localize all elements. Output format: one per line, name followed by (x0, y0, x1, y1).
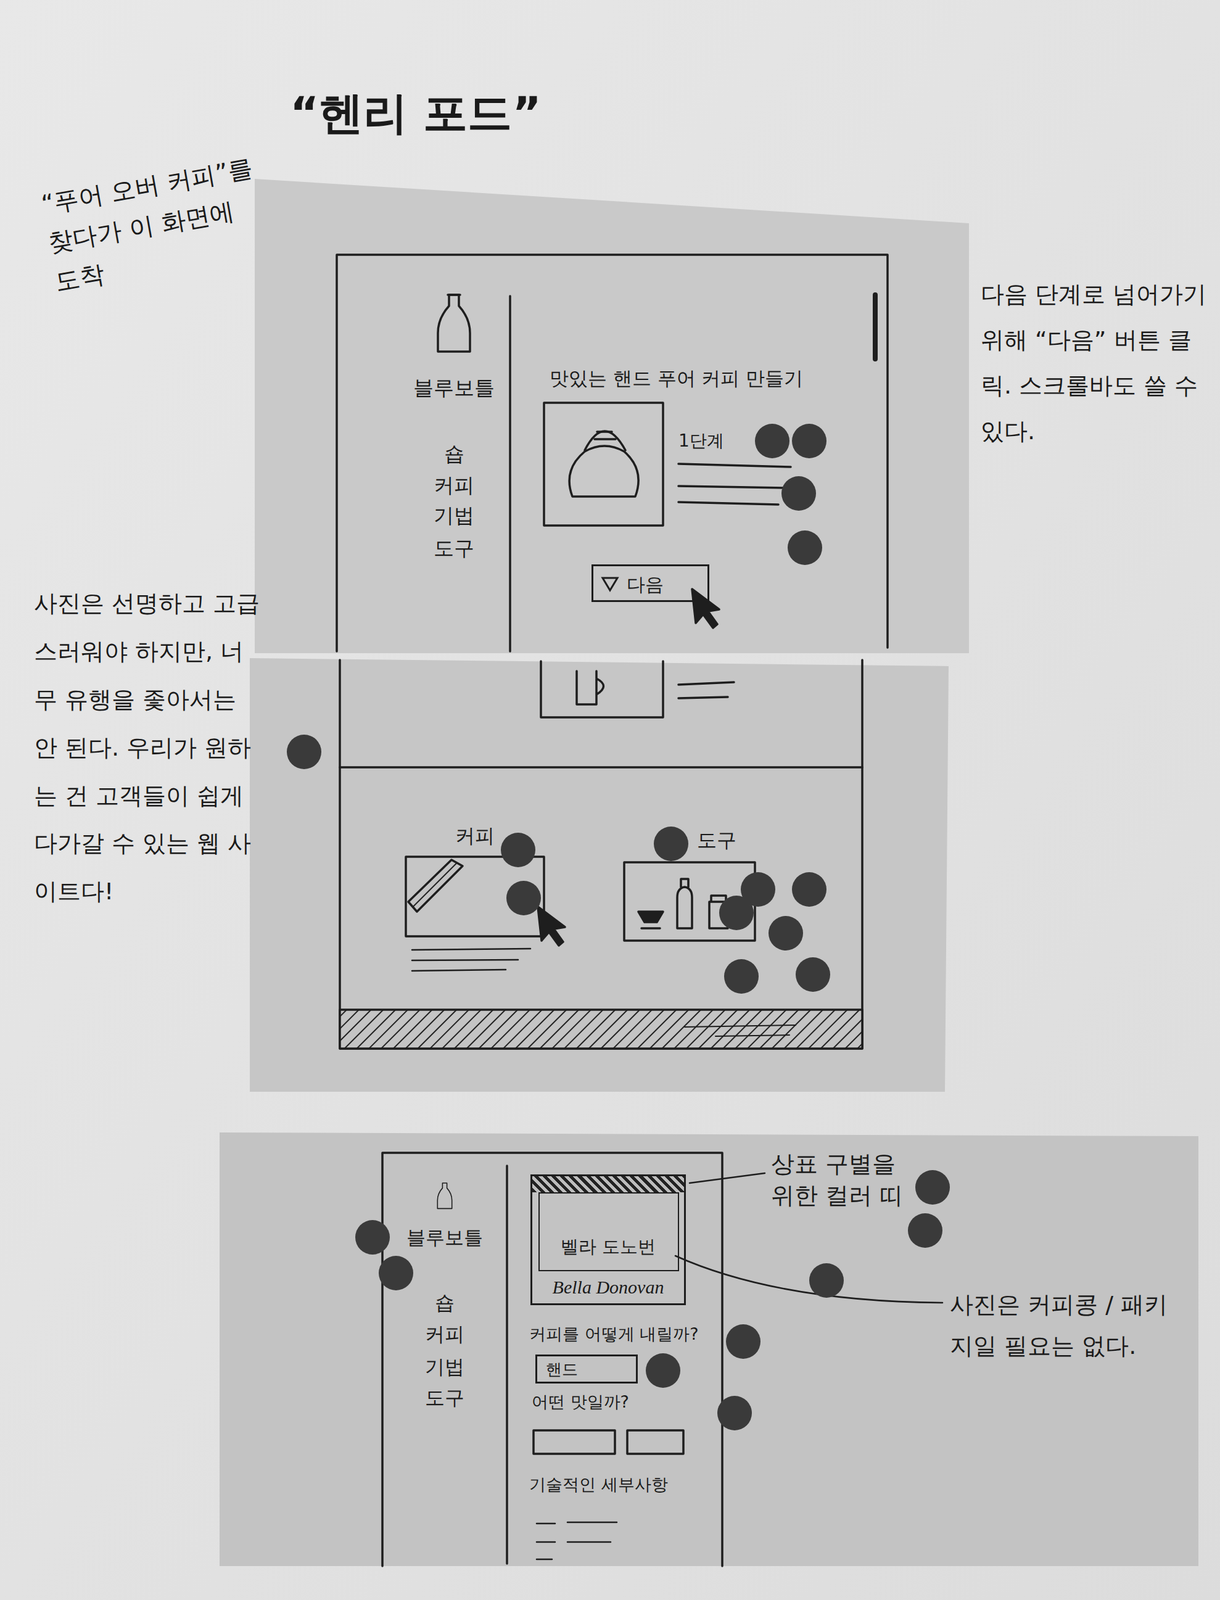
nav-item: 기법 (382, 1354, 507, 1381)
screen-sketch: 블루보틀숍커피기법도구 커피를 어떻게 내릴까? 어떤 맛일까? 기술적인 세부사항 벨… (382, 1152, 723, 1567)
button-text: 핸드 (545, 1359, 578, 1381)
callout-note: 상표 구별을 위한 컬러 띠 (770, 1148, 915, 1212)
image-box: 커피 (405, 856, 545, 937)
screen-sketch: 블루보틀숍커피기법도구 맛있는 핸드 푸어 커피 만들기 1단계다음 (336, 254, 888, 650)
callout-note: 사진은 커피콩 / 패키지일 필요는 없다. (949, 1284, 1179, 1367)
product-name-latin: Bella Donovan (532, 1274, 685, 1299)
logo-text: 블루보틀 (382, 1224, 507, 1250)
box-heading: 도구 (685, 827, 748, 854)
product-name: 벨라 도노번 (532, 1235, 685, 1259)
down-triangle-icon (600, 574, 620, 594)
nav-item: 도구 (379, 535, 528, 562)
nav-item: 숍 (382, 1290, 507, 1317)
image-box: 도구 (624, 862, 755, 941)
page-title: “헨리 포드” (289, 86, 542, 140)
page-heading: 맛있는 핸드 푸어 커피 만들기 (549, 365, 883, 391)
button-text: 다음 (626, 572, 664, 597)
nav-item: 도구 (382, 1385, 507, 1412)
nav-item: 커피 (382, 1321, 507, 1348)
logo-text: 블루보틀 (379, 375, 528, 402)
nav-item: 기법 (379, 502, 528, 530)
product-card: 벨라 도노번 Bella Donovan (530, 1174, 686, 1306)
nav-item: 숍 (379, 441, 528, 468)
step-label: 1단계 (678, 429, 753, 453)
product-photo-box (538, 1192, 680, 1272)
next-button: 다음 (591, 564, 710, 602)
method-button: 핸드 (535, 1354, 638, 1384)
section-heading: 기술적인 세부사항 (529, 1473, 722, 1496)
handwritten-note: 사진은 선명하고 고급스러워야 하지만, 너무 유행을 좇아서는 안 된다. 우… (33, 579, 264, 916)
handwritten-note: 다음 단계로 넘어가기 위해 “다음” 버튼 클릭. 스크롤바도 쓸 수 있다. (980, 271, 1208, 454)
section-heading: 어떤 맛일까? (531, 1390, 717, 1413)
brand-color-band (532, 1176, 685, 1193)
section-heading: 커피를 어떻게 내릴까? (529, 1323, 722, 1345)
box-heading: 커피 (444, 823, 506, 850)
nav-item: 커피 (379, 472, 528, 499)
